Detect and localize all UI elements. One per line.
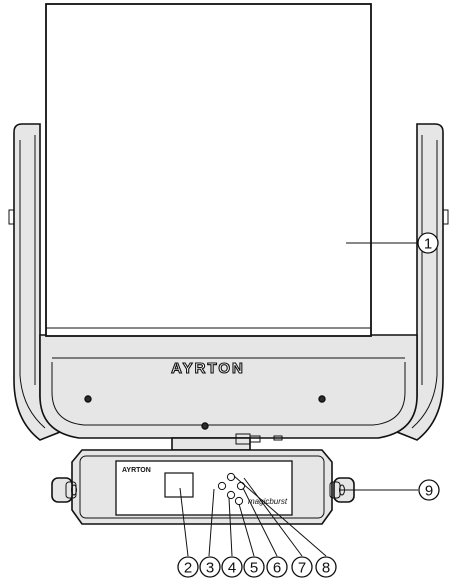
callout-8: 8 bbox=[315, 556, 337, 578]
handle-left bbox=[51, 477, 77, 503]
head-lens-panel bbox=[45, 3, 372, 337]
button-down bbox=[226, 490, 236, 500]
base-brand-label: AYRTON bbox=[122, 467, 151, 474]
svg-text:9: 9 bbox=[425, 483, 433, 500]
svg-text:3: 3 bbox=[206, 560, 214, 577]
leader-lines bbox=[179, 242, 418, 557]
callout-3: 3 bbox=[199, 556, 221, 578]
yoke-arm-left bbox=[8, 123, 62, 441]
svg-text:6: 6 bbox=[273, 560, 281, 577]
callout-6: 6 bbox=[266, 556, 288, 578]
svg-text:1: 1 bbox=[424, 236, 432, 253]
callout-2: 2 bbox=[177, 556, 199, 578]
callout-9: 9 bbox=[418, 479, 440, 501]
callout-5: 5 bbox=[243, 556, 265, 578]
screw-left bbox=[84, 395, 92, 403]
callout-4: 4 bbox=[221, 556, 243, 578]
button-3 bbox=[217, 481, 227, 491]
control-panel bbox=[115, 460, 293, 516]
svg-text:4: 4 bbox=[228, 560, 236, 577]
svg-text:8: 8 bbox=[322, 560, 330, 577]
screw-center bbox=[201, 422, 209, 430]
screw-right bbox=[318, 395, 326, 403]
svg-text:5: 5 bbox=[250, 560, 258, 577]
yoke-bridge: AYRTON bbox=[39, 334, 418, 439]
callout-1: 1 bbox=[417, 232, 439, 254]
arm-brand-label: AYRTON bbox=[171, 360, 245, 377]
lcd-display bbox=[164, 472, 194, 498]
base: AYRTON magicburst bbox=[51, 449, 355, 525]
svg-text:7: 7 bbox=[298, 560, 306, 577]
callout-7: 7 bbox=[291, 556, 313, 578]
base-logo: magicburst bbox=[248, 497, 288, 506]
svg-text:2: 2 bbox=[184, 560, 192, 577]
